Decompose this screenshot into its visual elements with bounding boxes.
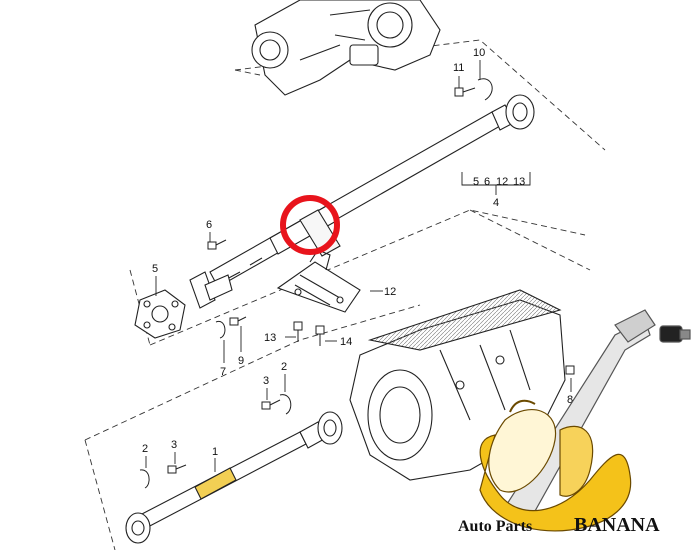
callout-group-12: 12 <box>496 176 508 188</box>
callout-3b: 3 <box>171 439 177 451</box>
callout-5: 5 <box>152 263 158 275</box>
callout-10: 10 <box>473 47 485 59</box>
callout-8: 8 <box>567 394 573 406</box>
center-bearing-bracket <box>276 249 361 313</box>
flex-disc <box>134 289 186 339</box>
propshaft-lower <box>125 411 343 544</box>
propshaft-upper <box>209 94 535 288</box>
callout-9: 9 <box>238 355 244 367</box>
drive-flange <box>189 271 233 309</box>
callout-13: 13 <box>264 332 276 344</box>
callout-6: 6 <box>206 219 212 231</box>
rear-differential <box>251 0 441 96</box>
callout-labels: 11 10 5 6 12 13 4 6 5 12 13 14 7 9 2 3 8… <box>142 47 573 458</box>
callout-3a: 3 <box>263 375 269 387</box>
clip-washers <box>139 78 493 489</box>
callout-2a: 2 <box>281 361 287 373</box>
callout-2b: 2 <box>142 443 148 455</box>
banana-graphic <box>479 399 632 532</box>
callout-7: 7 <box>220 366 226 378</box>
bolts <box>167 87 575 474</box>
callout-group-13: 13 <box>513 176 525 188</box>
callout-14: 14 <box>340 336 352 348</box>
callout-group-5: 5 <box>473 176 479 188</box>
brand-line-1: Auto Parts <box>458 518 532 535</box>
callout-4: 4 <box>493 197 499 209</box>
callout-11: 11 <box>453 62 464 74</box>
callout-12: 12 <box>384 286 396 298</box>
leader-lines <box>145 60 572 472</box>
callout-group-6: 6 <box>484 176 490 188</box>
highlight-circle <box>280 195 340 255</box>
callout-1: 1 <box>212 446 218 458</box>
brand-logo: Auto Parts BANANA <box>458 309 691 536</box>
brand-line-2: BANANA <box>574 514 660 536</box>
